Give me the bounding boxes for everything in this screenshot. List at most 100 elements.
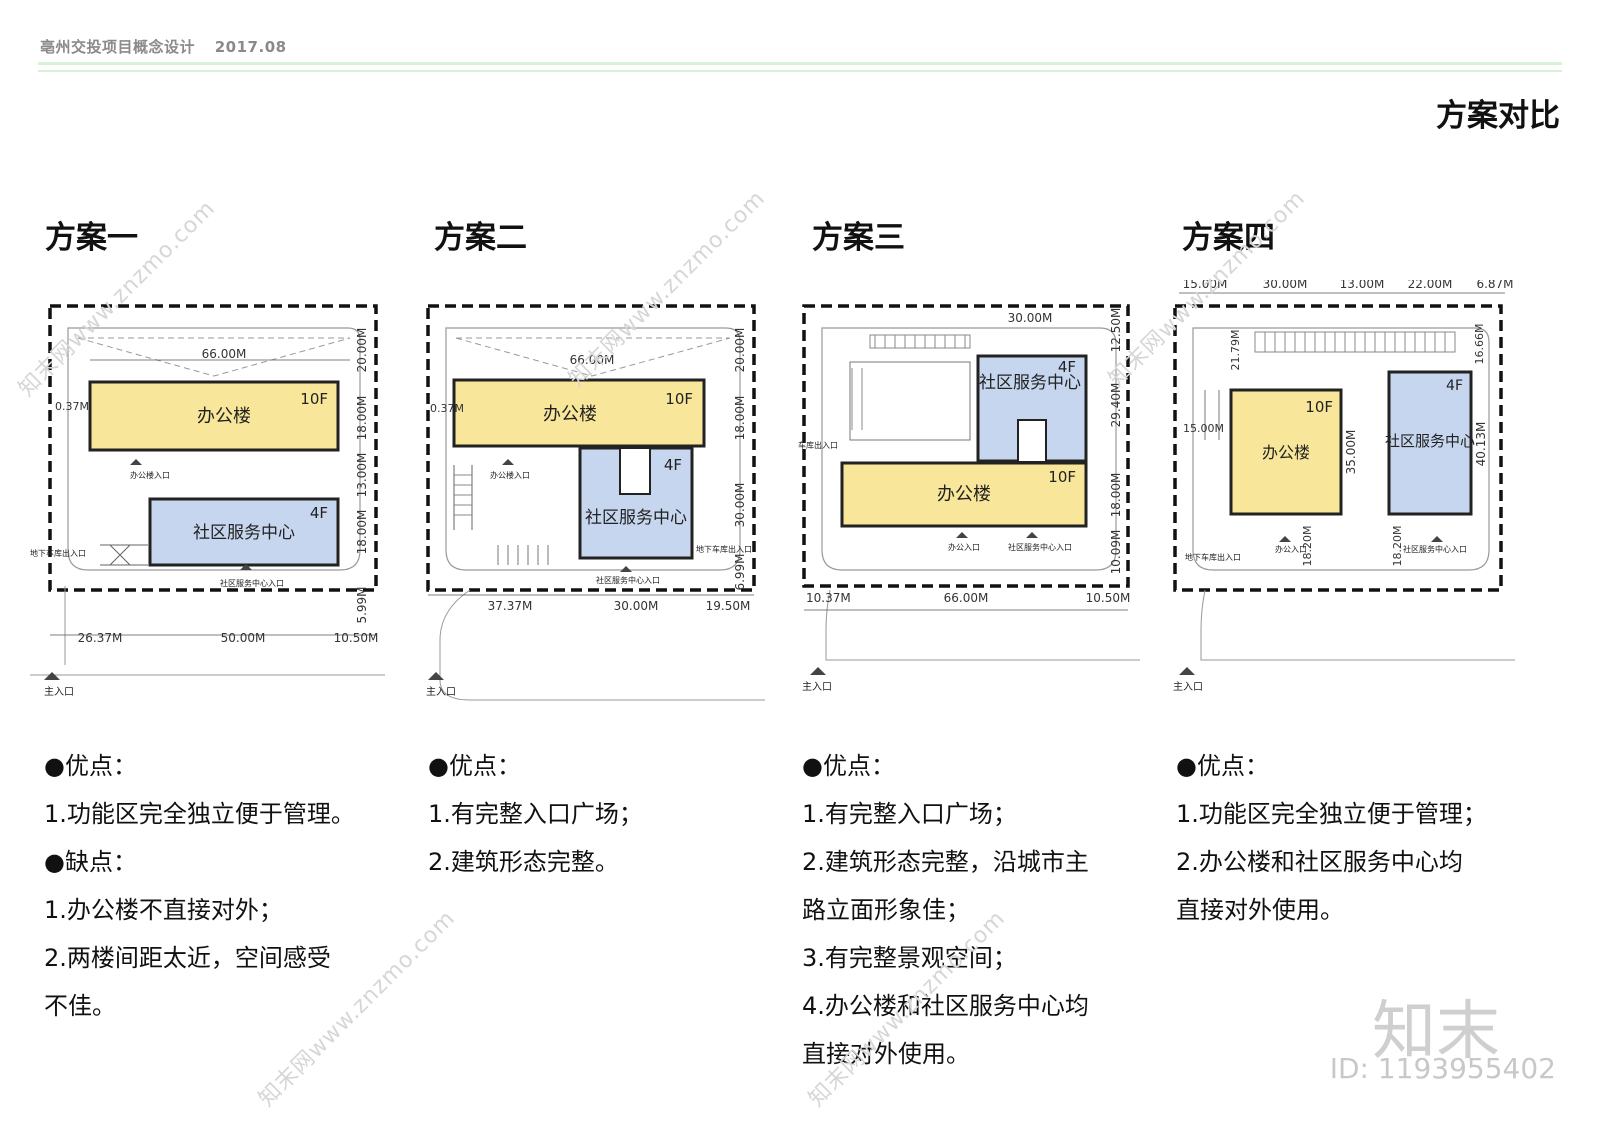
scheme-3-office-floors: 10F <box>1048 468 1076 486</box>
project-date: 2017.08 <box>214 38 287 56</box>
entrance-label: 办公楼入口 <box>130 470 170 480</box>
dim-label: 18.00M <box>733 396 747 441</box>
watermark-id: ID: 1193955402 <box>1329 1052 1556 1085</box>
main-entrance-label: 主入口 <box>426 686 456 698</box>
scheme-1-office-label: 办公楼 <box>197 406 251 427</box>
dim-label: 10.09M <box>1109 530 1123 575</box>
dim-label: 15.00M <box>1183 280 1228 291</box>
dim-label: 18.00M <box>355 510 369 555</box>
entrance-label: 社区服务中心入口 <box>596 575 660 585</box>
scheme-1-description: ●优点： 1.功能区完全独立便于管理。 ●缺点： 1.办公楼不直接对外； 2.两… <box>44 742 355 1030</box>
entrance-label: 社区服务中心入口 <box>1008 542 1072 552</box>
dim-label: 18.00M <box>1109 473 1123 518</box>
desc-line: 2.两楼间距太近，空间感受 <box>44 944 331 972</box>
entrance-label: 社区服务中心入口 <box>220 578 284 588</box>
desc-line: 2.建筑形态完整，沿城市主 <box>802 848 1089 876</box>
entrance-label: 社区服务中心入口 <box>1403 544 1467 554</box>
dim-label: 6.99M <box>733 553 747 590</box>
project-name: 亳州交投项目概念设计 <box>40 38 196 56</box>
dim-label: 50.00M <box>221 631 266 645</box>
desc-line: 1.办公楼不直接对外； <box>44 896 283 924</box>
dim-label: 30.00M <box>733 483 747 528</box>
dim-label: 30.00M <box>614 599 659 613</box>
dim-label: 29.40M <box>1109 383 1123 428</box>
dim-label: 66.00M <box>202 347 247 361</box>
desc-line: ●优点： <box>1176 752 1269 780</box>
dim-label: 20.00M <box>733 328 747 373</box>
header: 亳州交投项目概念设计 2017.08 <box>40 36 287 57</box>
entrance-label: 办公楼入口 <box>490 470 530 480</box>
header-divider-2 <box>38 70 1562 72</box>
dim-label: 18.00M <box>355 396 369 441</box>
dim-label: 22.00M <box>1408 280 1453 291</box>
scheme-3-service-floors: 4F <box>1058 358 1076 376</box>
desc-line: ●缺点： <box>44 848 137 876</box>
scheme-4-service-label: 社区服务中心 <box>1385 432 1475 450</box>
dim-label: 30.00M <box>1008 311 1053 325</box>
desc-line: 2.办公楼和社区服务中心均 <box>1176 848 1463 876</box>
dim-label: 12.50M <box>1109 308 1123 353</box>
dim-label: 26.37M <box>78 631 123 645</box>
desc-line: 1.有完整入口广场； <box>428 800 643 828</box>
dim-label: 30.00M <box>1263 280 1308 291</box>
scheme-2-office-floors: 10F <box>665 390 693 408</box>
dim-label: 6.87M <box>1476 280 1513 291</box>
scheme-2-service-text: 社区服务中心 <box>585 508 687 528</box>
dim-label: 21.79M <box>1229 330 1242 371</box>
dim-label: 19.50M <box>706 599 751 613</box>
dim-label: 66.00M <box>944 591 989 605</box>
desc-line: ●优点： <box>802 752 895 780</box>
main-entrance-label: 主入口 <box>44 686 74 698</box>
scheme-3-title: 方案三 <box>812 220 905 256</box>
dim-label: 10.50M <box>1086 591 1131 605</box>
header-divider <box>38 62 1562 65</box>
dim-label: 13.00M <box>1340 280 1385 291</box>
scheme-1-office-floors: 10F <box>300 390 328 408</box>
desc-line: 1.功能区完全独立便于管理。 <box>44 800 355 828</box>
scheme-1-service-label: 社区服务中心 <box>193 523 295 543</box>
entrance-label: 地下车库出入口 <box>30 548 86 558</box>
desc-line: 路立面形象佳； <box>802 896 970 924</box>
dim-label: 0.37M <box>55 400 89 413</box>
scheme-2-service-floors: 4F <box>664 456 682 474</box>
dim-label: 20.00M <box>355 328 369 373</box>
desc-line: 直接对外使用。 <box>1176 896 1344 924</box>
scheme-3-description: ●优点： 1.有完整入口广场； 2.建筑形态完整，沿城市主 路立面形象佳； 3.… <box>802 742 1089 1078</box>
page-title: 方案对比 <box>1436 98 1560 134</box>
scheme-1-site-plan: 办公楼 10F 社区服务中心 4F 66.00M 20.00M 18.00M 1… <box>30 304 385 698</box>
desc-line: 2.建筑形态完整。 <box>428 848 619 876</box>
scheme-2-office-label: 办公楼 <box>543 404 597 425</box>
desc-line: 不佳。 <box>44 992 116 1020</box>
desc-line: ●优点： <box>428 752 521 780</box>
dim-label: 16.66M <box>1473 324 1486 365</box>
scheme-3-office-label: 办公楼 <box>937 484 991 505</box>
entrance-label: 办公入口 <box>1275 544 1307 554</box>
dim-label: 13.00M <box>355 453 369 498</box>
desc-line: 3.有完整景观空间； <box>802 944 1017 972</box>
dim-label: 40.13M <box>1474 422 1488 467</box>
scheme-4-site-plan: 办公楼 10F 社区服务中心 4F 15.00M 30.00M 13.00M 2… <box>1173 280 1515 693</box>
desc-line: 1.有完整入口广场； <box>802 800 1017 828</box>
scheme-3-service-label: 社区服务中心 <box>979 373 1081 393</box>
desc-line: 4.办公楼和社区服务中心均 <box>802 992 1089 1020</box>
scheme-4-office-floors: 10F <box>1305 398 1333 416</box>
scheme-4-title: 方案四 <box>1182 220 1275 256</box>
scheme-1-service-floors: 4F <box>310 504 328 522</box>
entrance-label: 车库出入口 <box>798 440 838 450</box>
dim-label: 18.20M <box>1301 526 1314 567</box>
scheme-3-site-plan: 社区服务中心 4F 办公楼 10F 30.00M 12.50M 29.40M 1… <box>798 304 1140 693</box>
scheme-4-service-floors: 4F <box>1446 378 1463 394</box>
watermark-logo: 知末 <box>1372 995 1500 1069</box>
dim-label: 10.50M <box>334 631 379 645</box>
scheme-4-office-label: 办公楼 <box>1262 443 1310 462</box>
dim-label: 18.20M <box>1391 526 1404 567</box>
scheme-1-title: 方案一 <box>45 220 138 256</box>
entrance-label: 地下车库出入口 <box>1185 552 1241 562</box>
dim-label: 10.37M <box>806 591 851 605</box>
main-entrance-label: 主入口 <box>802 681 832 693</box>
desc-line: 1.功能区完全独立便于管理； <box>1176 800 1487 828</box>
dim-label: 35.00M <box>1344 430 1358 475</box>
dim-label: 15.00M <box>1183 422 1224 435</box>
scheme-2-site-plan: 办公楼 10F 社区服务中心 4F 66.00M 20.00M 18.00M 3… <box>426 304 765 701</box>
scheme-2-service-label: 社区服务中心 <box>585 508 687 528</box>
